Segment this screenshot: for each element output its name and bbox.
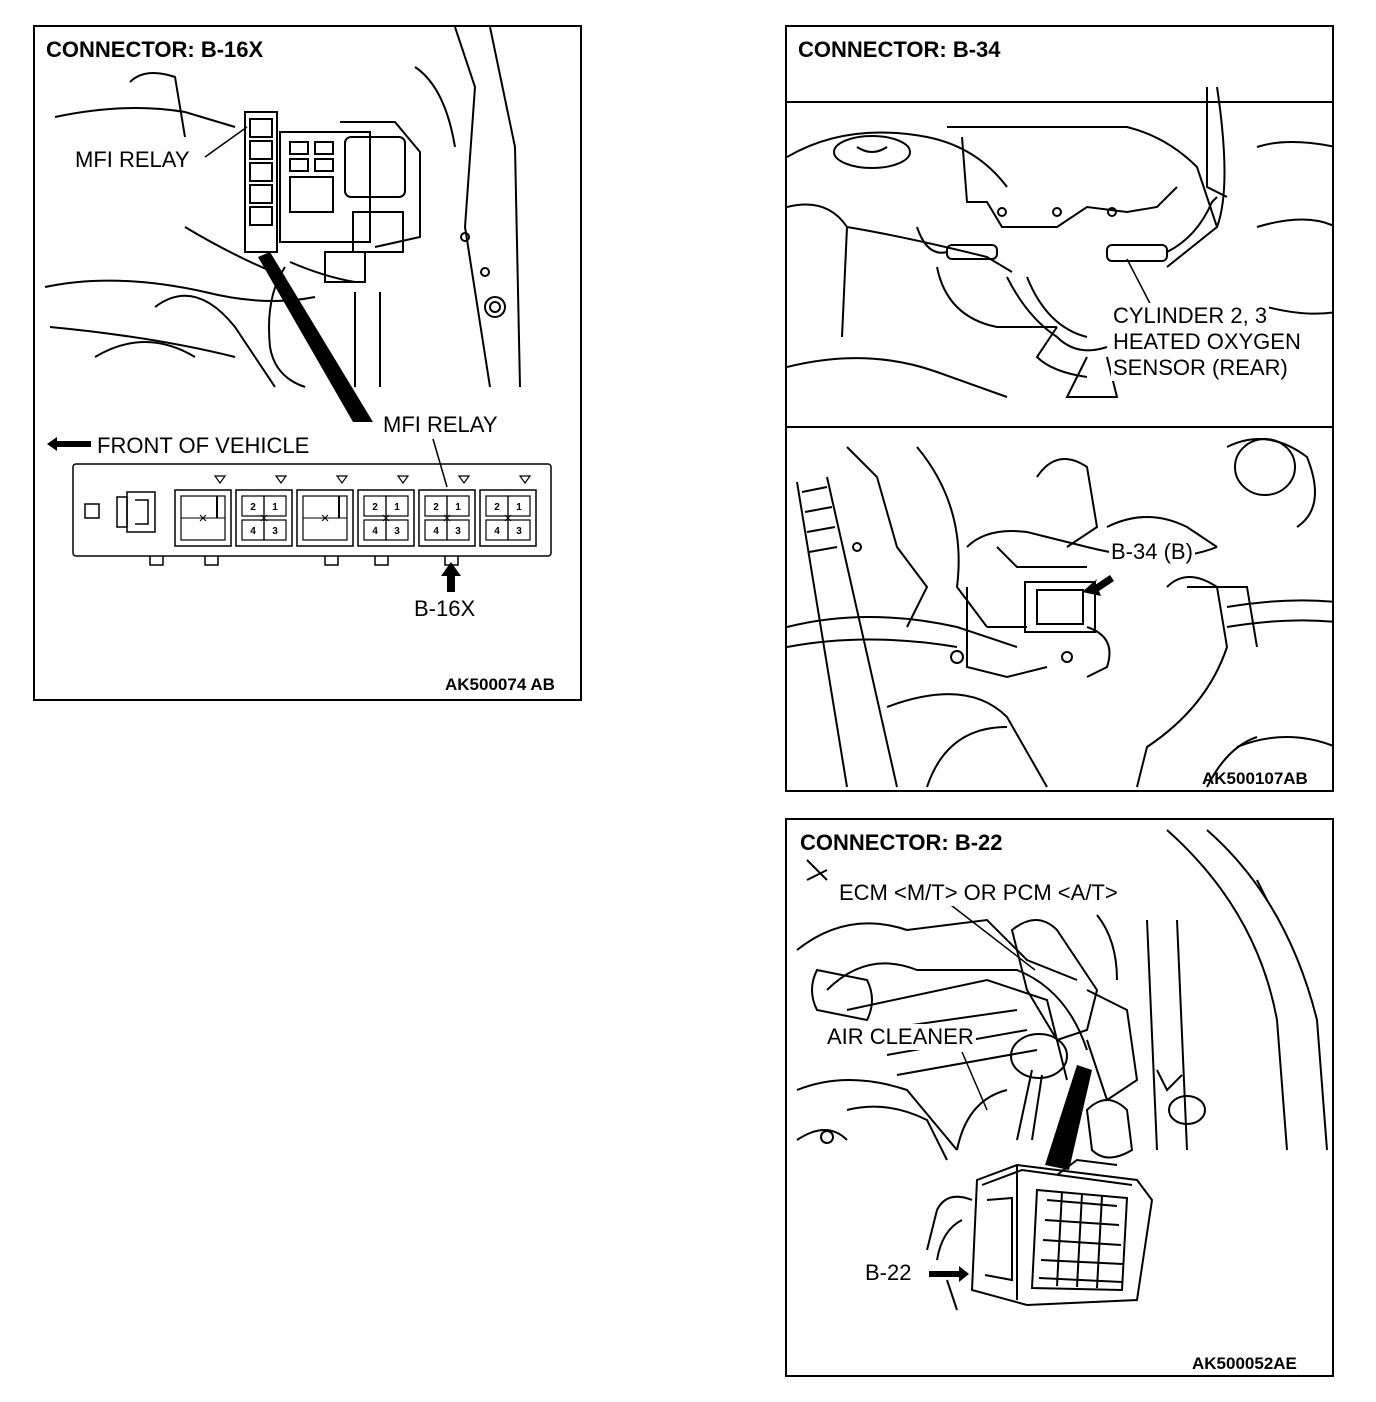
label-sensor-line1: CYLINDER 2, 3 xyxy=(1111,303,1270,329)
pin-cell xyxy=(507,495,531,517)
label-connector-b34: B-34 (B) xyxy=(1109,539,1195,565)
label-ecm-pcm: ECM <M/T> OR PCM <A/T> xyxy=(837,880,1120,906)
arrow-icon xyxy=(1082,575,1114,596)
arrow-left-icon xyxy=(47,437,91,451)
label-mfi-relay-top: MFI RELAY xyxy=(73,147,192,173)
label-sensor-line3: SENSOR (REAR) xyxy=(1111,355,1290,381)
figure-code: AK500052AE xyxy=(1192,1354,1297,1373)
pin-cell xyxy=(507,519,531,541)
slot-cross xyxy=(504,514,512,522)
panel-connector-b16x: 2 1 4 3 2 1 4 3 2 1 4 3 2 1 4 3 CONNECTOR: B-16X MFI RE… xyxy=(33,25,582,701)
label-sensor-line2: HEATED OXYGEN xyxy=(1111,329,1303,355)
arrow-up-icon xyxy=(441,562,461,592)
relay-slot xyxy=(418,489,476,547)
slot-cross xyxy=(260,514,268,522)
pin-cell xyxy=(385,519,409,541)
pin-number: 4 xyxy=(433,526,439,537)
slot-marker-icon xyxy=(335,475,349,485)
pin-number: 1 xyxy=(455,502,461,513)
pin-cell xyxy=(263,495,287,517)
pin-number: 3 xyxy=(455,526,461,537)
relay-slot xyxy=(235,489,293,547)
pin-cell xyxy=(446,519,470,541)
pin-number: 3 xyxy=(272,526,278,537)
label-mfi-relay-detail: MFI RELAY xyxy=(381,412,500,438)
pin-cell xyxy=(263,519,287,541)
slot-cross xyxy=(382,514,390,522)
pin-number: 4 xyxy=(372,526,378,537)
panel-title: CONNECTOR: B-16X xyxy=(43,37,267,63)
slot-marker-icon xyxy=(213,475,227,485)
arrow-right-icon xyxy=(929,1266,969,1282)
slot-marker-icon xyxy=(457,475,471,485)
panel-title: CONNECTOR: B-22 xyxy=(797,830,1006,856)
pin-cell xyxy=(385,495,409,517)
pin-number: 2 xyxy=(372,502,378,513)
pin-number: 2 xyxy=(494,502,500,513)
pin-number: 1 xyxy=(272,502,278,513)
pin-number: 4 xyxy=(250,526,256,537)
pin-number: 1 xyxy=(516,502,522,513)
pin-number: 3 xyxy=(394,526,400,537)
slot-cross xyxy=(321,514,329,522)
relay-slot-group: 2 1 4 3 2 1 4 3 2 1 4 3 2 1 4 3 xyxy=(174,475,537,547)
engine-bay-illustration-b34 xyxy=(787,86,1332,788)
relay-slot xyxy=(296,489,354,547)
pin-number: 2 xyxy=(250,502,256,513)
relay-slot xyxy=(479,489,537,547)
figure-code: AK500074 AB xyxy=(445,675,555,694)
label-connector-b22: B-22 xyxy=(863,1260,914,1286)
slot-marker-icon xyxy=(274,475,288,485)
slot-cross xyxy=(443,514,451,522)
label-connector-b16x: B-16X xyxy=(412,596,478,622)
pin-number: 3 xyxy=(516,526,522,537)
pin-cell xyxy=(446,495,470,517)
pin-number: 2 xyxy=(433,502,439,513)
pin-number: 1 xyxy=(394,502,400,513)
engine-bay-illustration-b16x: 2 1 4 3 2 1 4 3 2 1 4 3 2 1 4 3 xyxy=(44,27,552,592)
panel-connector-b22: CONNECTOR: B-22 ECM <M/T> OR PCM <A/T> A… xyxy=(785,818,1334,1377)
relay-slot xyxy=(174,489,232,547)
panel-title: CONNECTOR: B-34 xyxy=(795,37,1004,63)
slot-marker-icon xyxy=(396,475,410,485)
label-air-cleaner: AIR CLEANER xyxy=(825,1024,976,1050)
panel-connector-b34: CONNECTOR: B-34 CYLINDER 2, 3 HEATED OXY… xyxy=(785,25,1334,792)
relay-slot xyxy=(357,489,415,547)
slot-marker-icon xyxy=(518,475,532,485)
pin-number: 4 xyxy=(494,526,500,537)
figure-code: AK500107AB xyxy=(1202,769,1308,788)
slot-cross xyxy=(199,514,207,522)
label-front-of-vehicle: FRONT OF VEHICLE xyxy=(95,433,312,459)
engine-bay-illustration-b22 xyxy=(796,829,1328,1311)
